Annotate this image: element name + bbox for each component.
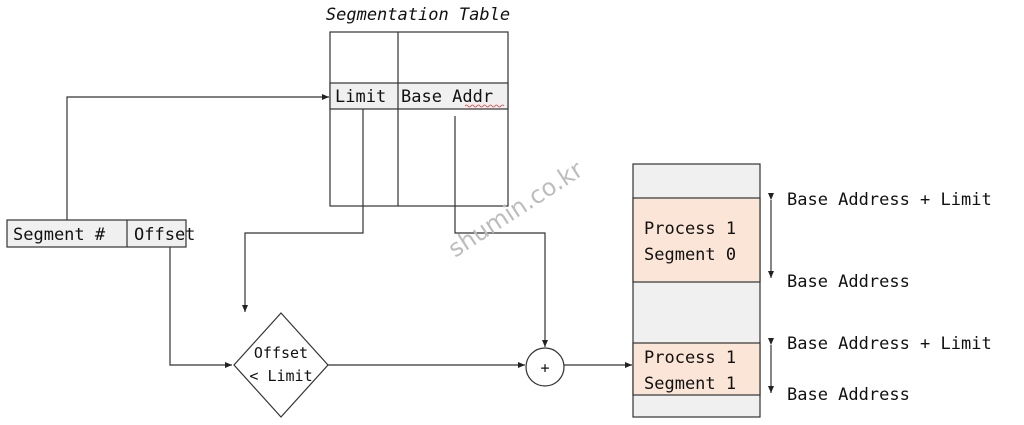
segmentation-table-title: Segmentation Table xyxy=(326,5,510,25)
spellcheck-underline xyxy=(464,104,505,108)
segment-0-top-label: Base Address + Limit xyxy=(787,190,992,210)
table-selected-row xyxy=(329,82,509,110)
limit-check-diamond: Offset < Limit xyxy=(233,312,329,418)
logical-address: Segment # Offset xyxy=(6,219,195,248)
check-label-1: Offset xyxy=(254,344,308,362)
segment-0-label-1: Process 1 xyxy=(644,219,736,239)
base-to-adder-arrow xyxy=(454,116,548,347)
plus-icon: + xyxy=(540,359,549,377)
segment-1-top-label: Base Address + Limit xyxy=(787,334,992,354)
memory-segment-0 xyxy=(632,197,761,283)
segment-1-bottom-label: Base Address xyxy=(787,385,910,405)
memory-segment-1 xyxy=(632,342,761,396)
segment-0-bottom-label: Base Address xyxy=(787,272,910,292)
offset-field: Offset xyxy=(134,225,195,245)
range-markers: Base Address + Limit Base Address Base A… xyxy=(768,190,992,405)
segment-number-field: Segment # xyxy=(13,225,106,245)
check-label-2: < Limit xyxy=(249,367,312,385)
segment-1-label-1: Process 1 xyxy=(644,348,736,368)
offset-to-check-arrow xyxy=(169,247,232,368)
segment-0-label-2: Segment 0 xyxy=(644,245,736,265)
base-addr-cell: Base Addr xyxy=(401,87,493,107)
connectors xyxy=(66,94,632,368)
segment-to-table-arrow xyxy=(66,94,329,220)
limit-to-check-arrow xyxy=(242,109,364,312)
physical-memory: Process 1 Segment 0 Process 1 Segment 1 xyxy=(632,163,761,418)
segment-1-label-2: Segment 1 xyxy=(644,374,736,394)
adder: + xyxy=(525,347,565,387)
segmentation-table: Limit Base Addr xyxy=(329,31,509,207)
limit-cell: Limit xyxy=(335,87,386,107)
